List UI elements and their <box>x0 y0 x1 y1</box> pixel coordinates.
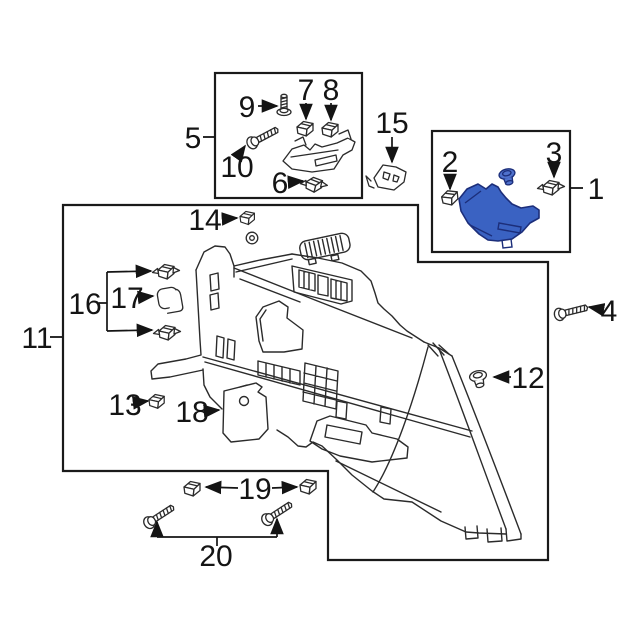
wall-holes <box>209 272 220 311</box>
vent-grille <box>299 232 351 266</box>
push-pin-icon-12 <box>467 368 490 390</box>
lower-diagonal <box>335 460 442 513</box>
pad-icon-17 <box>156 286 184 314</box>
callout-label-17: 17 <box>110 282 143 315</box>
arrow-17 <box>137 290 155 305</box>
callout-label-8: 8 <box>323 74 340 107</box>
callout-label-18: 18 <box>175 396 208 429</box>
callout-label-10: 10 <box>220 151 253 184</box>
clip-icon-13 <box>148 393 165 409</box>
highlighted-trim-panel <box>458 166 540 249</box>
callout-label-2: 2 <box>442 146 459 179</box>
callout-labels: 1 2 3 4 5 6 7 8 9 10 11 12 13 14 15 16 1… <box>21 74 617 573</box>
clip-icon-19-right <box>299 478 317 495</box>
arrow-6 <box>287 175 305 189</box>
panel-top-ridge <box>233 253 293 273</box>
vent-tray <box>291 265 353 305</box>
arrow-14 <box>221 212 239 226</box>
callout-label-1: 1 <box>588 173 605 206</box>
panel-creases <box>233 267 413 339</box>
callout-label-5: 5 <box>185 122 202 155</box>
callout-label-14: 14 <box>188 204 221 237</box>
slat-row <box>257 360 301 386</box>
pillar-outer-edge <box>451 355 522 535</box>
arrow-16-bottom <box>106 323 154 338</box>
callout-label-19: 19 <box>238 473 271 506</box>
bracket-icon-15 <box>365 164 407 191</box>
arrow-19-right <box>271 480 299 495</box>
bracket-20 <box>157 536 277 546</box>
callout-label-12: 12 <box>511 362 544 395</box>
callout-label-11: 11 <box>21 322 52 355</box>
leader-arrows <box>99 99 606 546</box>
callout-label-20: 20 <box>199 540 232 573</box>
panel-top-contour <box>291 253 425 343</box>
highlighted-panel-body <box>458 183 540 242</box>
panel-left-edge <box>150 269 204 380</box>
arrow-16-top <box>106 264 153 279</box>
group-boxes <box>61 71 572 562</box>
bolt-icon-10 <box>244 123 282 152</box>
clip-icon-16-top <box>153 265 180 280</box>
arrow-4 <box>587 303 606 317</box>
clip-icon-14 <box>239 210 255 226</box>
bracket-16 <box>99 272 108 331</box>
grommet-icon <box>245 231 259 245</box>
callout-label-16: 16 <box>68 288 101 321</box>
box-group-11 <box>61 203 550 562</box>
callout-label-15: 15 <box>375 107 408 140</box>
pillar-face-curve <box>372 346 429 493</box>
panel-bottom-contour <box>276 429 507 535</box>
sill-rail <box>202 356 473 438</box>
clip-icon-2 <box>440 189 460 207</box>
lower-tray <box>309 415 409 463</box>
hardware-icons <box>140 93 590 532</box>
callout-label-9: 9 <box>239 91 256 124</box>
lower-tray-details <box>324 400 392 445</box>
pillar-hatch <box>427 342 450 357</box>
highlighted-panel-details <box>464 190 522 249</box>
box-group-5 <box>213 71 364 200</box>
callout-label-13: 13 <box>108 389 141 422</box>
callout-label-7: 7 <box>298 74 315 107</box>
clip-icon-16-bottom <box>154 326 181 341</box>
clip-icon-3 <box>538 181 565 196</box>
clip-icon-6 <box>299 176 328 194</box>
panel-underside-left <box>202 368 223 410</box>
wall-strips <box>215 335 236 361</box>
panel-apex <box>195 245 235 278</box>
box-group-1 <box>430 129 572 254</box>
panel-cutout <box>255 300 304 353</box>
vent-tray-slots <box>298 269 348 302</box>
arrow-13 <box>131 396 150 410</box>
callout-label-4: 4 <box>601 295 618 328</box>
clip-icon-19-left <box>183 480 201 497</box>
clip-icon-8 <box>321 121 339 138</box>
callout-label-6: 6 <box>272 167 289 200</box>
main-quarter-trim-panel-art <box>150 232 522 543</box>
screw-icon-20-left <box>140 500 178 532</box>
trim-strip-icon-5 <box>282 129 356 173</box>
arrow-19-left <box>204 480 239 495</box>
callout-label-3: 3 <box>546 137 563 170</box>
clip-icon-7 <box>296 120 314 137</box>
grommet-pin-icon-highlight <box>497 166 519 188</box>
screw-icon-4 <box>552 300 590 323</box>
arrow-18 <box>203 404 221 419</box>
label-ticks <box>50 136 583 338</box>
jack-access-cover <box>222 382 269 443</box>
screw-icon-9 <box>276 93 292 117</box>
arrow-10 <box>230 144 246 163</box>
